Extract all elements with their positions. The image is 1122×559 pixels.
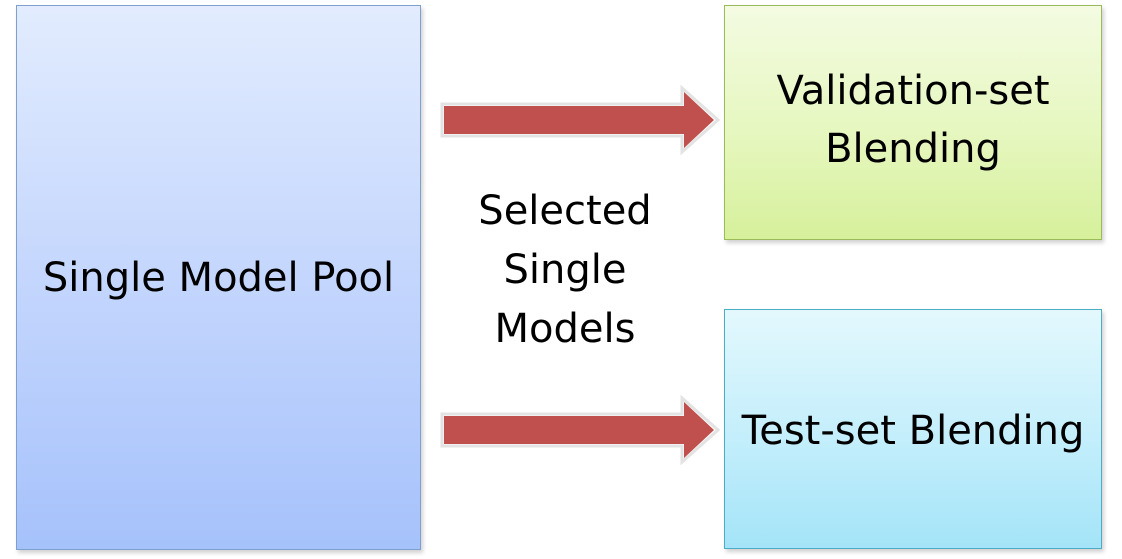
validation-label-line-2: Blending [825,125,1001,172]
single-model-pool-box: Single Model Pool [16,5,421,550]
validation-label-line-1: Validation-set [776,67,1050,114]
connector-label-line-1: Selected [478,188,652,234]
test-set-blending-label: Test-set Blending [741,408,1085,454]
validation-set-blending-box: Validation-set Blending [724,5,1102,240]
connector-label-line-2: Single [503,247,627,293]
arrow-to-validation [440,84,720,156]
arrow-to-test [440,394,720,466]
connector-label-line-3: Models [494,306,636,352]
validation-set-blending-label: Validation-set Blending [776,62,1049,178]
selected-single-models-label: Selected Single Models [440,182,690,359]
test-set-blending-box: Test-set Blending [724,309,1102,549]
single-model-pool-label: Single Model Pool [42,254,395,301]
